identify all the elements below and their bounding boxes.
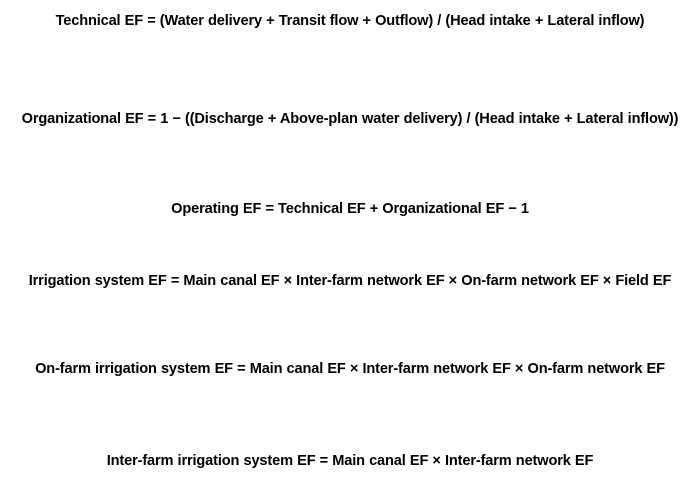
formula-irrigation-system-ef-text: Irrigation system EF = Main canal EF × I… <box>28 273 672 289</box>
formula-operating-ef-text: Operating EF = Technical EF + Organizati… <box>171 201 529 217</box>
formula-organizational-ef: Organizational EF = 1 − ((Discharge + Ab… <box>16 108 684 130</box>
formula-inter-farm-irrigation-system-ef-text: Inter-farm irrigation system EF = Main c… <box>106 453 594 469</box>
formula-on-farm-irrigation-system-ef: On-farm irrigation system EF = Main cana… <box>16 358 684 380</box>
formula-inter-farm-irrigation-system-ef: Inter-farm irrigation system EF = Main c… <box>16 450 684 472</box>
formula-technical-ef-text: Technical EF = (Water delivery + Transit… <box>55 13 645 29</box>
formula-technical-ef: Technical EF = (Water delivery + Transit… <box>16 10 684 32</box>
formula-irrigation-system-ef: Irrigation system EF = Main canal EF × I… <box>16 270 684 292</box>
formula-on-farm-irrigation-system-ef-text: On-farm irrigation system EF = Main cana… <box>35 361 665 377</box>
formula-operating-ef: Operating EF = Technical EF + Organizati… <box>16 198 684 220</box>
formula-organizational-ef-text: Organizational EF = 1 − ((Discharge + Ab… <box>21 111 679 127</box>
